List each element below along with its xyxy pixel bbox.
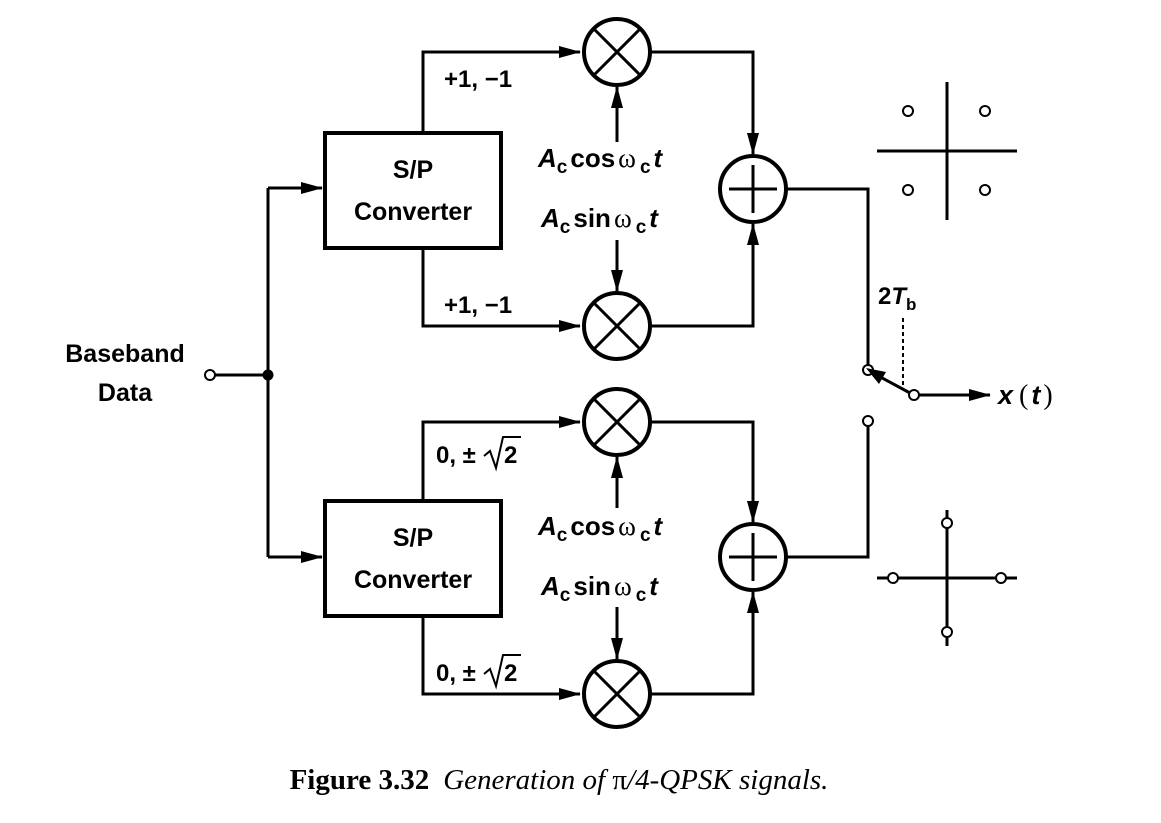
bottom-mult-to-adder-upper [650, 420, 759, 523]
switch-arrowhead [866, 368, 886, 384]
bottom-converter-label-line1: S/P [393, 524, 433, 552]
input-label-line1: Baseband [65, 340, 184, 368]
bottom-q-wire [421, 616, 581, 700]
bottom-sp-converter [323, 499, 503, 618]
constellation-point [887, 572, 899, 584]
bottom-i-levels: 0, ± 2 [436, 436, 521, 472]
top-i-wire [421, 46, 581, 133]
bottom-adder-output-wire [786, 425, 870, 559]
top-converter-label-line2: Converter [354, 198, 472, 226]
top-q-levels: +1, −1 [444, 292, 512, 319]
multiplier-icon [582, 291, 652, 361]
bottom-converter-label-line2: Converter [354, 566, 472, 594]
output-label: x(t) [996, 380, 1053, 411]
svg-text:2: 2 [504, 660, 517, 687]
bottom-mult-to-adder-lower [650, 591, 759, 696]
top-sp-converter [323, 131, 503, 250]
input-label: Baseband Data [65, 340, 184, 407]
multiplier-icon [582, 387, 652, 457]
top-mult-to-adder-lower [650, 223, 759, 328]
input-terminal [204, 369, 216, 381]
top-converter-label-line1: S/P [393, 156, 433, 184]
top-mult-to-adder-upper [650, 50, 759, 155]
input-label-line2: Data [98, 379, 153, 407]
constellation-point [995, 572, 1007, 584]
bottom-i-wire [421, 416, 581, 501]
top-i-levels: +1, −1 [444, 66, 512, 93]
bottom-switch-terminal [862, 415, 874, 427]
switch-pivot-terminal [908, 389, 920, 401]
multiplier-icon [582, 17, 652, 87]
bottom-q-levels: 0, ± 2 [436, 654, 521, 690]
top-adder-output-wire [786, 187, 870, 366]
adder-icon [718, 522, 788, 592]
switch-period-label: 2Tb [878, 283, 916, 314]
constellation-point [979, 184, 991, 196]
constellation-diamond [877, 510, 1017, 646]
switch-icon [866, 318, 920, 401]
constellation-point [902, 105, 914, 117]
constellation-square [877, 82, 1017, 220]
constellation-point [941, 517, 953, 529]
constellation-point [941, 626, 953, 638]
svg-text:2: 2 [504, 442, 517, 469]
constellation-point [902, 184, 914, 196]
svg-text:0, ±: 0, ± [436, 442, 476, 469]
constellation-point [979, 105, 991, 117]
adder-icon [718, 154, 788, 224]
multiplier-icon [582, 659, 652, 729]
top-q-wire [421, 248, 581, 332]
svg-text:0, ±: 0, ± [436, 660, 476, 687]
